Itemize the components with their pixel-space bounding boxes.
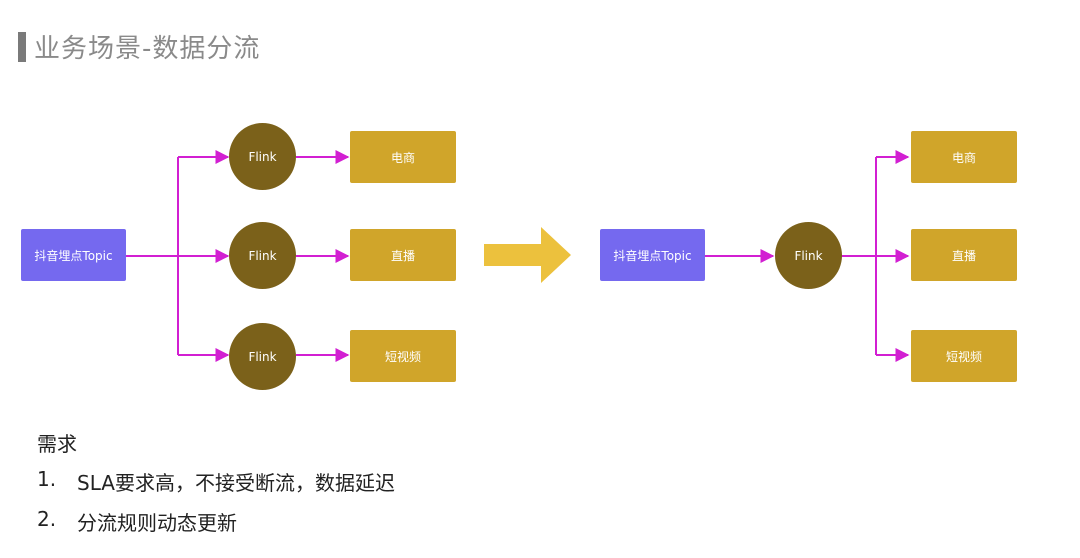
right-target-live: 直播 — [911, 229, 1017, 281]
right-target-ecommerce: 电商 — [911, 131, 1017, 183]
title-accent-bar — [18, 32, 26, 62]
left-flink-node-2: Flink — [229, 222, 296, 289]
right-source-topic: 抖音埋点Topic — [600, 229, 705, 281]
requirement-text: 分流规则动态更新 — [77, 511, 237, 535]
requirement-text: SLA要求高，不接受断流，数据延迟 — [77, 471, 395, 495]
requirements-title: 需求 — [37, 432, 77, 456]
requirement-item-1: 1. SLA要求高，不接受断流，数据延迟 — [37, 467, 395, 496]
page-title: 业务场景-数据分流 — [34, 34, 261, 64]
left-source-topic: 抖音埋点Topic — [21, 229, 126, 281]
requirement-number: 1. — [37, 467, 57, 491]
requirement-item-2: 2. 分流规则动态更新 — [37, 507, 237, 536]
left-target-short-video: 短视频 — [350, 330, 456, 382]
left-target-ecommerce: 电商 — [350, 131, 456, 183]
left-flink-node-1: Flink — [229, 123, 296, 190]
right-target-short-video: 短视频 — [911, 330, 1017, 382]
right-flink-node: Flink — [775, 222, 842, 289]
left-flink-node-3: Flink — [229, 323, 296, 390]
transition-arrow — [484, 227, 571, 283]
requirement-number: 2. — [37, 507, 57, 531]
left-target-live: 直播 — [350, 229, 456, 281]
